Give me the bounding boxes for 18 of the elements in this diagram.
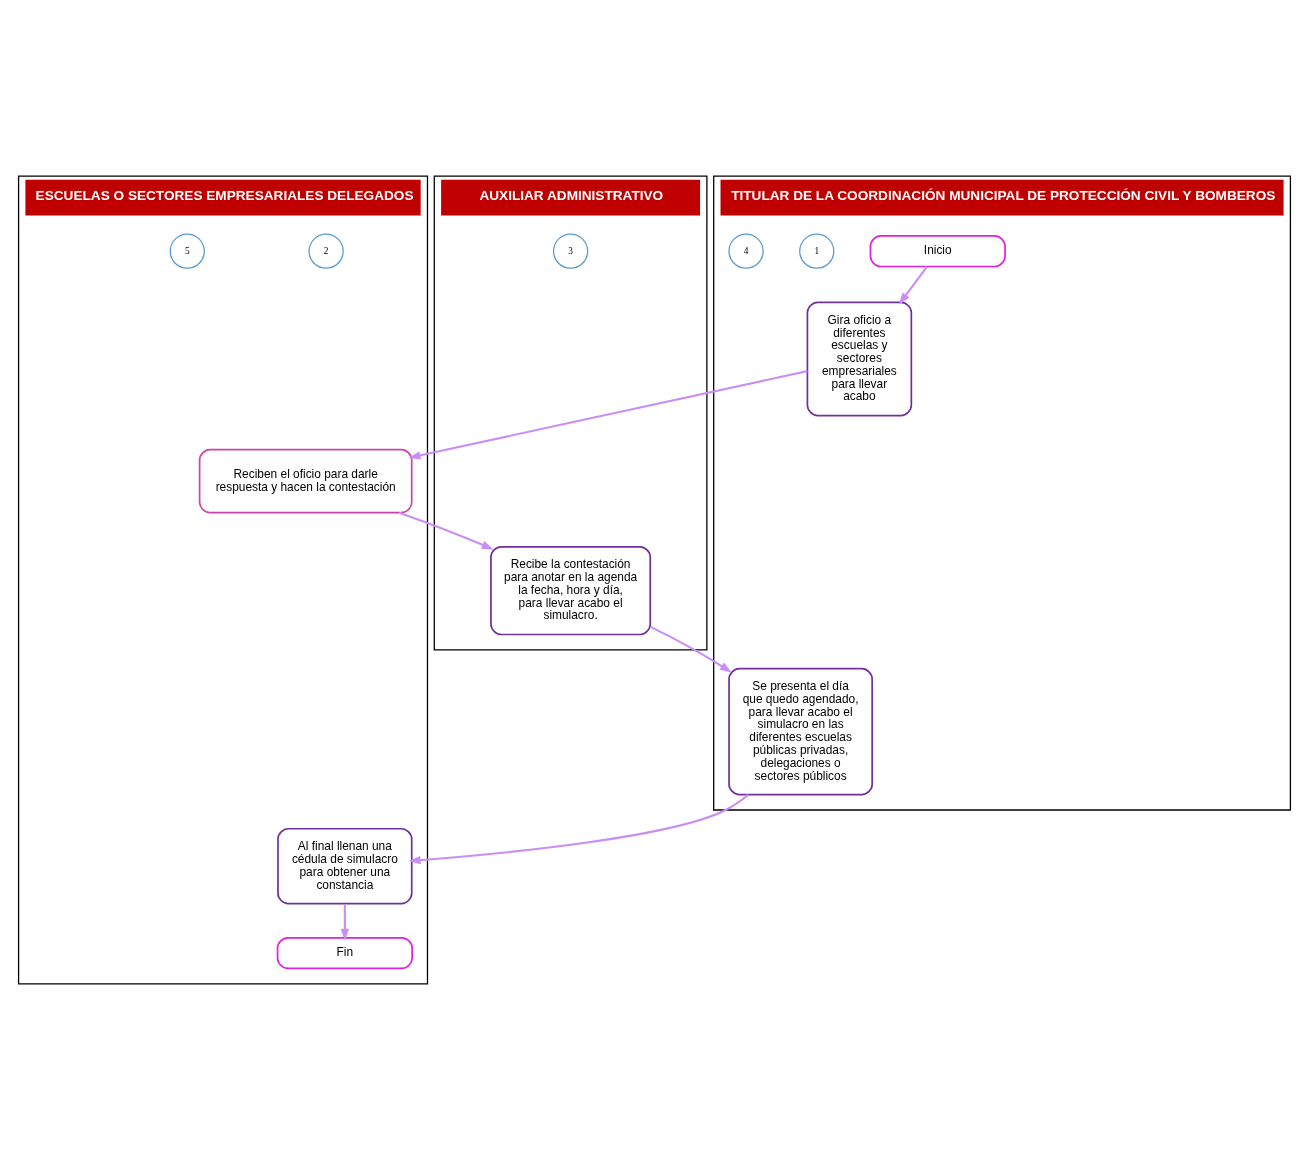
- arrow: [408, 370, 808, 460]
- node-box: Recibe la contestación para anotar en la agenda la fecha, hora y día, para llevar acabo el simulacro.: [490, 545, 652, 636]
- node-circle: 4: [728, 233, 764, 269]
- node-circle: 3: [552, 233, 589, 269]
- arrow: [650, 625, 732, 673]
- node-box: Reciben el oficio para darle respuesta y hacen la contestación: [198, 448, 413, 514]
- arrow: [898, 265, 928, 305]
- node-box: Gira oficio a diferentes escuelas y sectores empresariales para llevar acabo: [806, 301, 913, 417]
- node-circle: 1: [799, 233, 835, 269]
- arrow: [398, 511, 494, 550]
- arrow: [408, 793, 750, 865]
- node-circle: 5: [169, 233, 205, 269]
- node-circle: 2: [308, 233, 344, 269]
- node-box: Inicio: [869, 235, 1006, 268]
- node-box: Se presenta el día que quedo agendado, para llevar acabo el simulacro en las diferentes escuelas públicas privadas, delegaciones o sectores públicos: [728, 667, 873, 796]
- node-box: Al final llenan una cédula de simulacro para obtener una constancia: [277, 827, 413, 905]
- node-box: Fin: [276, 936, 413, 970]
- arrow: [340, 903, 350, 941]
